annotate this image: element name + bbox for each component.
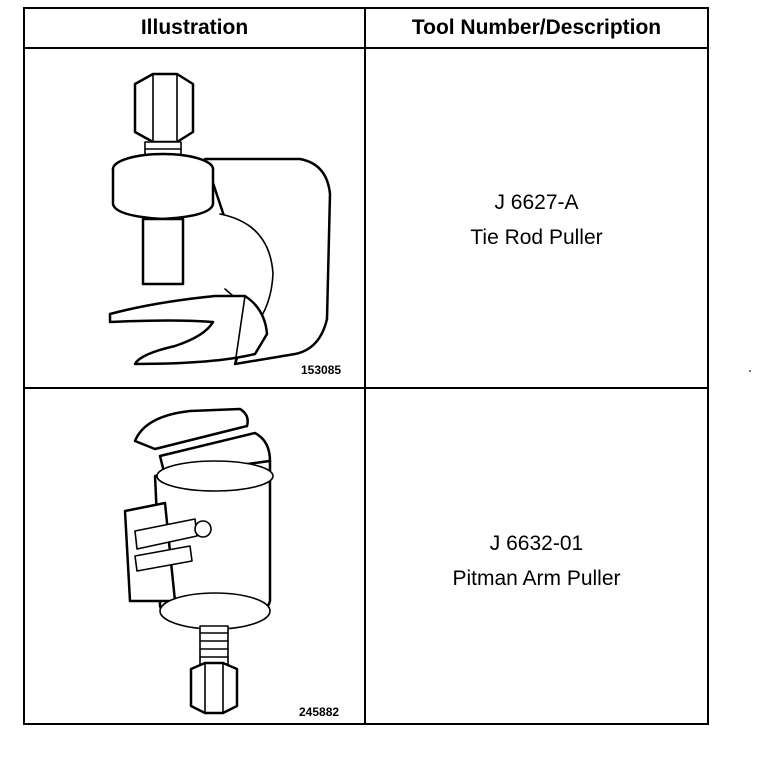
image-code: 153085 [301, 363, 342, 377]
tool-name: Pitman Arm Puller [452, 567, 621, 590]
column-divider [364, 9, 366, 723]
tool-number: J 6627-A [494, 191, 579, 214]
stray-dot [749, 370, 751, 372]
header-divider [25, 47, 707, 49]
pitman-arm-puller-illustration [123, 407, 274, 715]
header-tool-description: Tool Number/Description [411, 16, 662, 39]
image-code: 245882 [299, 705, 340, 719]
row-2-description: J 6632-01 Pitman Arm Puller [366, 526, 707, 596]
tool-number: J 6632-01 [489, 532, 584, 555]
header-illustration: Illustration [140, 16, 249, 39]
tie-rod-puller-illustration [108, 72, 332, 366]
tool-name: Tie Rod Puller [470, 226, 603, 249]
row-1-description: J 6627-A Tie Rod Puller [366, 185, 707, 255]
row-divider [25, 387, 707, 389]
tool-table: Illustration Tool Number/Description 153… [23, 7, 709, 725]
